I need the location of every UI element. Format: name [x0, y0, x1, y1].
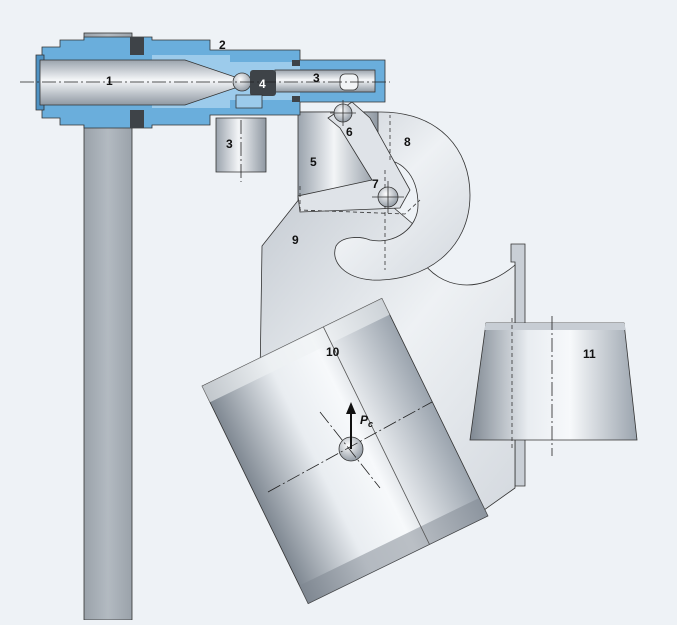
nozzle — [235, 94, 263, 109]
label-11: 11 — [583, 347, 596, 361]
seal-small-top — [292, 60, 300, 66]
label-2: 2 — [219, 38, 226, 52]
link-arm — [297, 101, 411, 213]
seal-top — [130, 37, 144, 55]
force-label: Pc — [360, 413, 373, 429]
label-6: 6 — [346, 125, 353, 139]
label-5: 5 — [310, 155, 317, 169]
plunger-3-horizontal — [274, 69, 376, 93]
label-8: 8 — [404, 135, 411, 149]
label-1: 1 — [106, 74, 113, 88]
element-4 — [250, 70, 276, 96]
label-9: 9 — [292, 233, 299, 247]
weight-11-top — [484, 323, 626, 330]
label-3-horizontal: 3 — [313, 71, 320, 85]
label-4: 4 — [259, 77, 266, 91]
vertical-rod — [83, 32, 133, 621]
label-3-vertical: 3 — [226, 137, 233, 151]
hidden-outline-lever — [299, 115, 421, 270]
label-7: 7 — [372, 177, 379, 191]
weight-11 — [469, 322, 638, 441]
force-arrow — [346, 402, 356, 449]
seal-small-bottom — [292, 96, 300, 102]
label-10: 10 — [326, 345, 340, 359]
piston-rod-1 — [39, 59, 236, 106]
seal-bottom — [130, 110, 144, 128]
